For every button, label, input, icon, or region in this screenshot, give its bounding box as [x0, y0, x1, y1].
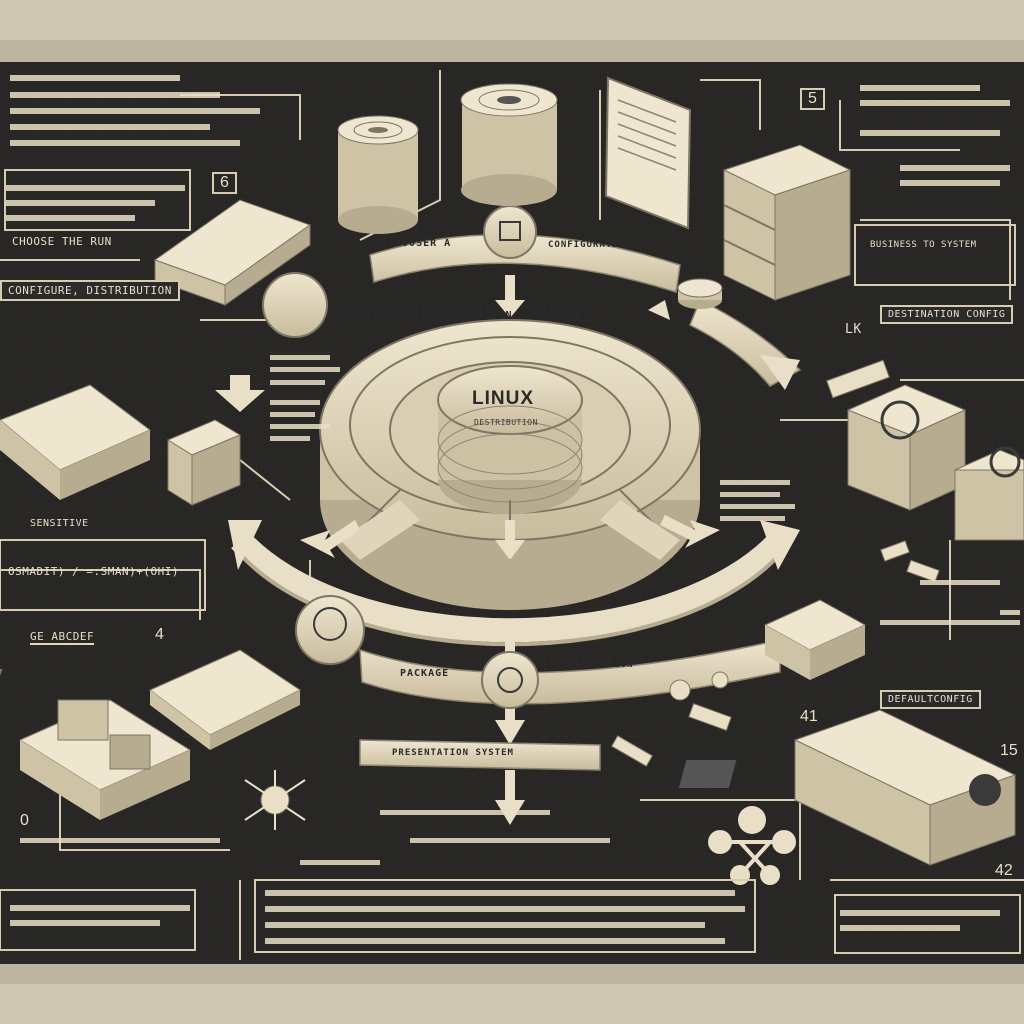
upper-right-banner-text: CONFIGURATION [548, 240, 632, 250]
number-42: 42 [995, 862, 1013, 879]
server-stack [722, 144, 852, 301]
ring-outer-text: ALUNNITTIUS 19 CUSTOMMADEN · PACKAGED [330, 310, 590, 321]
label-address-code: OSMADIT) / =:SMAN)+(OHI) [8, 565, 179, 578]
molecule-icon [708, 806, 796, 885]
right-paper-stack [763, 599, 867, 680]
left-panel-device [0, 384, 151, 500]
number-5: 5 [800, 88, 825, 110]
upper-arc-banner [369, 234, 681, 293]
top-medallion [483, 205, 537, 259]
number-4: 4 [155, 626, 164, 643]
label-lk: LK [845, 322, 862, 337]
arc-arrow-right [760, 520, 800, 570]
label-configure-distribution: CONFIGURE, DISTRIBUTION [0, 280, 180, 301]
top-border [0, 0, 1024, 40]
label-frames [0, 169, 1021, 954]
bottom-left-tray [18, 699, 192, 820]
database-cylinder-left [337, 115, 419, 234]
central-platform [319, 319, 701, 610]
right-device-lower [954, 446, 1024, 541]
keyboard-plate [0, 649, 301, 750]
number-0: 0 [20, 812, 29, 829]
number-41: 41 [800, 708, 818, 725]
label-destination-config: DESTINATION CONFIG [880, 305, 1014, 324]
right-device-upper [846, 384, 967, 511]
label-default-config: DEFAULTCONFIG [880, 690, 981, 709]
top-left-medallion [262, 272, 328, 338]
package-banner-text: PACKAGE [400, 668, 450, 679]
plug-icons [610, 359, 940, 767]
number-15: 15 [1000, 742, 1018, 759]
book-stack [153, 199, 312, 306]
presentation-banner-text: PRESENTATION SYSTEM [392, 748, 514, 758]
center-subtitle: DESTRIBUTION [474, 418, 538, 427]
database-cylinder-right [460, 83, 558, 206]
config-banner-text: CONFIGURATION [550, 660, 634, 670]
number-6: 6 [212, 172, 237, 194]
text-scribbles [5, 75, 1020, 944]
label-choose-run: CHOOSE THE RUN [12, 235, 112, 248]
label-left-code: GE ABCDEF [30, 630, 95, 645]
printer-device [678, 709, 1017, 866]
presentation-banner [359, 739, 601, 771]
label-business-system: BUSINESS TO SYSTEM [870, 240, 977, 250]
label-sensitive: SENSITIVE [30, 518, 89, 529]
bottom-border [0, 984, 1024, 1024]
left-medallion [295, 595, 365, 665]
upper-left-banner-text: CHOOSER A [388, 238, 452, 249]
left-box [166, 419, 242, 506]
package-medallion [481, 651, 539, 709]
small-arrow-right [648, 300, 670, 320]
connector-lines [0, 70, 1024, 960]
network-node-icon [244, 770, 306, 830]
arc-arrow-left [228, 520, 262, 570]
small-arrow-right-lower [760, 355, 800, 390]
center-title: LINUX [472, 388, 534, 409]
down-arrow-left [215, 375, 265, 412]
